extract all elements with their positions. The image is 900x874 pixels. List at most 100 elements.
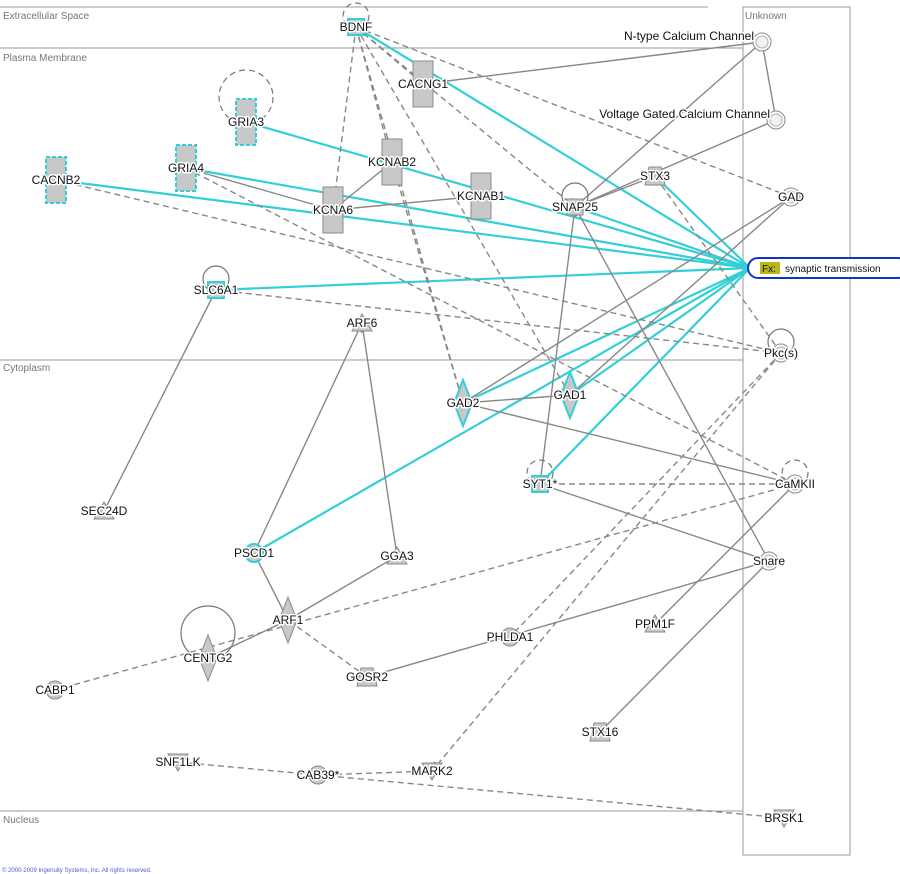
node-cab39[interactable]: CAB39* xyxy=(295,765,341,785)
node-cacng1[interactable]: CACNG1 xyxy=(396,60,450,108)
node-gria4[interactable]: GRIA4 xyxy=(166,144,206,192)
node-label-pkc: Pkc(s) xyxy=(764,346,798,360)
edge-gad-to-gad2 xyxy=(462,196,792,404)
node-label-ntype: N-type Calcium Channel xyxy=(624,29,754,43)
node-centg2[interactable]: CENTG2 xyxy=(180,605,236,683)
node-pscd1[interactable]: PSCD1 xyxy=(232,543,276,563)
edge-gosr2-to-arf1 xyxy=(287,619,368,678)
node-label-gad: GAD xyxy=(778,190,804,204)
node-shape-gria3 xyxy=(235,98,257,146)
node-label-cab39: CAB39* xyxy=(297,768,340,782)
edge-gga3-to-arf1 xyxy=(287,555,398,621)
node-label-gad1: GAD1 xyxy=(554,388,587,402)
node-label-snap25: SNAP25 xyxy=(552,200,598,214)
node-arf6[interactable]: ARF6 xyxy=(345,313,379,332)
edge-syt1-to-fx xyxy=(539,267,751,485)
node-snap25[interactable]: SNAP25 xyxy=(550,182,600,216)
node-label-stx3: STX3 xyxy=(640,169,670,183)
node-phlda1[interactable]: PHLDA1 xyxy=(485,627,535,647)
edge-mark2-to-cab39 xyxy=(317,770,433,776)
region-plasma-membrane: Plasma Membrane xyxy=(3,53,87,64)
node-label-syt1: SYT1* xyxy=(523,477,558,491)
node-gosr2[interactable]: GOSR2 xyxy=(344,667,390,687)
node-pkc[interactable]: Pkc(s) xyxy=(763,328,800,363)
node-shape-pscd1 xyxy=(244,543,264,563)
node-brsk1[interactable]: BRSK1 xyxy=(763,809,805,828)
node-label-sec24d: SEC24D xyxy=(81,504,128,518)
node-label-gga3: GGA3 xyxy=(380,549,414,563)
node-snare[interactable]: Snare xyxy=(751,551,787,571)
edge-stx3-to-snap25 xyxy=(574,175,656,208)
edge-snare-to-stx16 xyxy=(599,560,770,733)
node-label-bdnf: BDNF xyxy=(340,20,373,34)
node-label-stx16: STX16 xyxy=(582,725,619,739)
edge-gad1-to-gad2 xyxy=(462,394,571,404)
node-label-ppm1f: PPM1F xyxy=(635,617,675,631)
node-stx16[interactable]: STX16 xyxy=(580,722,620,742)
node-shape-stx16 xyxy=(589,722,611,742)
node-shape-snf1lk xyxy=(167,753,189,772)
function-node-synaptic-transmission[interactable]: Fx: synaptic transmission xyxy=(747,257,900,279)
edge-pkc-to-phlda1 xyxy=(509,352,782,638)
node-gad1[interactable]: GAD1 xyxy=(552,369,588,421)
node-cabp1[interactable]: CABP1 xyxy=(34,680,76,700)
node-shape-cacnb2 xyxy=(45,156,67,204)
region-unknown: Unknown xyxy=(745,11,787,22)
edge-vgcc-to-ntype xyxy=(758,41,777,121)
node-gad[interactable]: GAD xyxy=(776,187,806,207)
node-shape-snare xyxy=(759,551,779,571)
node-arf1[interactable]: ARF1 xyxy=(271,595,305,645)
node-shape-kcnab2 xyxy=(381,138,403,186)
region-cytoplasm: Cytoplasm xyxy=(3,363,50,374)
node-ntype[interactable]: N-type Calcium Channel xyxy=(622,28,772,52)
edge-pkc-to-stx3 xyxy=(654,175,782,354)
node-mark2[interactable]: MARK2 xyxy=(410,762,454,781)
node-kcna6[interactable]: KCNA6 xyxy=(311,186,355,234)
edge-ppm1f-to-camkii xyxy=(654,483,796,625)
node-shape-slc6a1 xyxy=(207,281,225,299)
copyright-text: © 2000-2009 Ingenuity Systems, Inc. All … xyxy=(2,868,152,874)
node-gria3[interactable]: GRIA3 xyxy=(218,69,274,146)
edge-pkc-to-mark2 xyxy=(431,352,782,772)
edge-gria4-to-kcna6 xyxy=(185,167,334,211)
node-bdnf[interactable]: BDNF xyxy=(338,2,374,36)
edge-pscd1-to-fx xyxy=(253,267,751,554)
edge-snap25-to-fx xyxy=(574,205,751,270)
node-shape-ppm1f xyxy=(644,614,666,633)
function-label: synaptic transmission xyxy=(785,264,881,275)
node-shape-ntype xyxy=(752,32,772,52)
edge-cacnb2-to-fx xyxy=(55,178,751,270)
node-label-camkii: CaMKII xyxy=(775,477,815,491)
edge-gria4-to-camkii xyxy=(185,167,796,485)
edge-slc6a1-to-fx xyxy=(215,266,751,292)
node-cacnb2[interactable]: CACNB2 xyxy=(30,156,82,204)
node-shape-syt1 xyxy=(531,475,549,493)
node-vgcc[interactable]: Voltage Gated Calcium Channel xyxy=(598,106,786,130)
node-camkii[interactable]: CaMKII xyxy=(773,459,817,494)
node-ppm1f[interactable]: PPM1F xyxy=(633,614,677,633)
node-shape-vgcc xyxy=(766,110,786,130)
edge-pscd1-to-arf1 xyxy=(253,552,289,621)
edge-snap25-to-ntype xyxy=(574,41,763,208)
node-gga3[interactable]: GGA3 xyxy=(379,546,415,565)
node-syt1[interactable]: SYT1* xyxy=(521,459,559,493)
node-shape-arf6 xyxy=(351,313,373,332)
node-stx3[interactable]: STX3 xyxy=(638,166,672,186)
node-sec24d[interactable]: SEC24D xyxy=(79,501,129,520)
node-slc6a1[interactable]: SLC6A1 xyxy=(192,265,240,299)
node-gad2[interactable]: GAD2 xyxy=(445,377,481,429)
node-shape-gosr2 xyxy=(356,667,378,687)
node-kcnab2[interactable]: KCNAB2 xyxy=(366,138,418,186)
edge-slc6a1-to-pkc xyxy=(215,289,782,354)
edge-bdnf-to-gad1 xyxy=(355,26,571,396)
node-snf1lk[interactable]: SNF1LK xyxy=(154,753,202,772)
node-shape-cacng1 xyxy=(412,60,434,108)
edge-gria4-to-fx xyxy=(185,166,751,270)
region-extracellular: Extracellular Space xyxy=(3,11,90,22)
node-kcnab1[interactable]: KCNAB1 xyxy=(455,172,507,220)
node-shape-kcna6 xyxy=(322,186,344,234)
function-badge-text: Fx: xyxy=(762,264,776,275)
edge-slc6a1-to-sec24d xyxy=(103,289,217,512)
node-label-gria4: GRIA4 xyxy=(168,161,204,175)
